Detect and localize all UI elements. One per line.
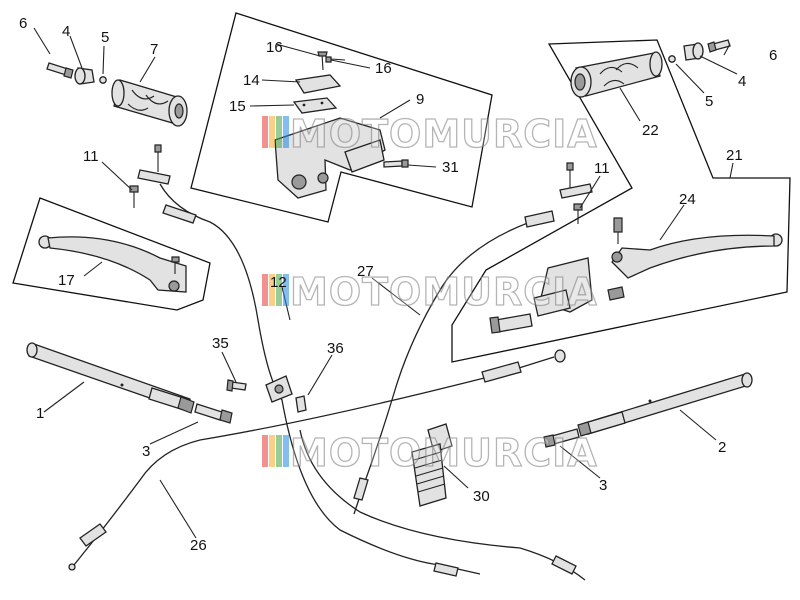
callout-30: 30 [473, 488, 490, 505]
switch-plate-15 [292, 97, 338, 114]
watermark-text-middle: MOTOMURCIA [290, 270, 598, 314]
callout-17: 17 [58, 272, 75, 289]
callout-6-left: 6 [19, 15, 27, 32]
callout-22: 22 [642, 122, 659, 139]
lever-left-17 [38, 235, 187, 293]
watermark-text-bottom: MOTOMURCIA [290, 431, 598, 475]
callout-4-left: 4 [62, 23, 70, 40]
callout-14: 14 [243, 72, 260, 89]
callout-1: 1 [36, 405, 44, 422]
callout-15: 15 [229, 98, 246, 115]
lever-clamp-right [489, 257, 625, 334]
bar-weight-left [74, 67, 95, 85]
frame-switch-group [190, 12, 493, 223]
switch-housing [274, 117, 386, 199]
callout-6-right: 6 [769, 47, 777, 64]
callout-3-left: 3 [142, 443, 150, 460]
switch-cover-14 [294, 74, 342, 94]
watermark-text-top: MOTOMURCIA [290, 112, 598, 156]
callout-31: 31 [442, 159, 459, 176]
cable-27 [353, 210, 555, 515]
bar-end-bolt-left [194, 403, 233, 424]
screws-16 [317, 51, 346, 71]
callout-26: 26 [190, 537, 207, 554]
bar-weight-right [683, 42, 704, 61]
screw-31 [383, 159, 409, 168]
grip-bolt-right [707, 39, 731, 53]
callout-5-right: 5 [705, 93, 713, 110]
washer-right [668, 55, 676, 63]
spring-30 [411, 423, 453, 507]
watermark-bottom: MOTOMURCIA [262, 430, 598, 476]
callout-7: 7 [150, 41, 158, 58]
callout-3-right: 3 [599, 477, 607, 494]
grip-left [111, 79, 188, 127]
callout-27: 27 [357, 263, 374, 280]
watermark-top: MOTOMURCIA [262, 111, 598, 157]
cable-adjuster-right [559, 162, 593, 224]
callout-12: 12 [270, 274, 287, 291]
callouts: 6 4 5 7 16 16 14 15 9 31 11 11 6 4 5 22 … [19, 15, 777, 554]
callout-36: 36 [327, 340, 344, 357]
callout-16-top: 16 [266, 39, 283, 56]
cable-clip-36 [265, 375, 307, 413]
frame-right-grip-group [451, 39, 791, 363]
handlebar-left [26, 342, 195, 414]
bar-end-bolt-right [543, 428, 580, 448]
callout-11-left: 11 [83, 148, 99, 165]
handlebar-right [577, 372, 753, 437]
watermark-middle: MOTOMURCIA [262, 269, 598, 315]
callout-16-right: 16 [375, 60, 392, 77]
callout-21: 21 [726, 147, 743, 164]
callout-9: 9 [416, 91, 424, 108]
cable-26 [68, 349, 586, 581]
leader-lines [33, 27, 738, 539]
grip-bolt-left [46, 62, 74, 79]
callout-24: 24 [679, 191, 696, 208]
bolt-35 [226, 379, 247, 392]
lever-right-24 [611, 217, 783, 279]
grip-right [570, 51, 663, 98]
frame-left-lever-group [12, 197, 211, 311]
callout-35: 35 [212, 335, 229, 352]
callout-11-right: 11 [594, 160, 610, 177]
cable-12 [159, 183, 481, 577]
callout-2: 2 [718, 439, 726, 456]
callout-5-left: 5 [101, 29, 109, 46]
cable-adjuster-left [129, 144, 171, 208]
washer-left [99, 76, 107, 84]
callout-4-right: 4 [738, 73, 746, 90]
